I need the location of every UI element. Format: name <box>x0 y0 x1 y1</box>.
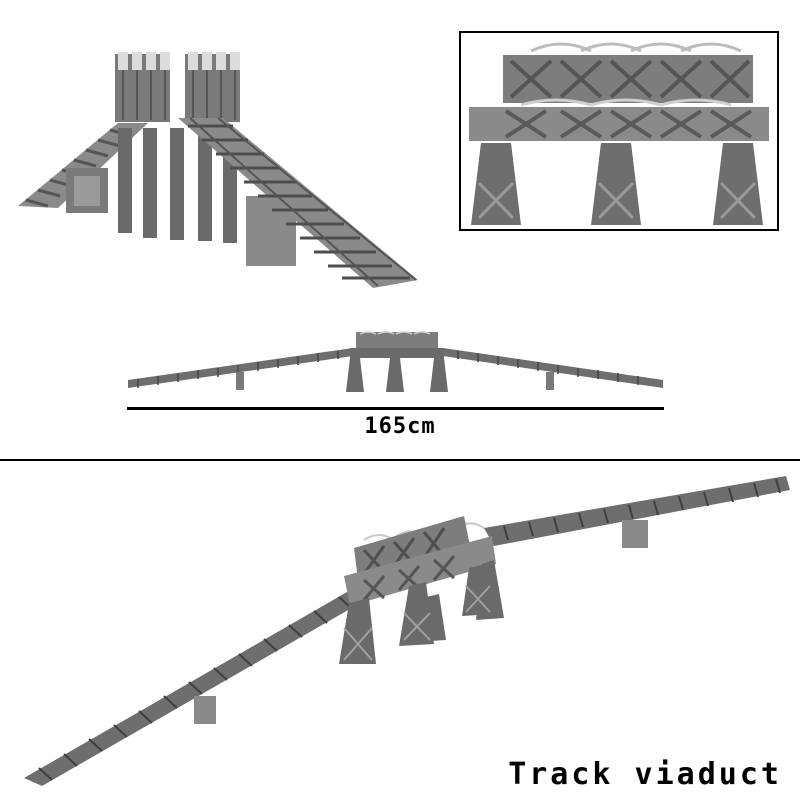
viaduct-perspective-image <box>24 468 794 788</box>
viaduct-side-view-image <box>128 328 668 398</box>
dimension-label: 165cm <box>364 414 436 439</box>
caption-title: Track viaduct <box>508 757 782 792</box>
section-divider <box>0 459 800 461</box>
truss-bridge-closeup-image <box>459 31 779 231</box>
stacked-viaduct-ramp-image <box>18 48 428 293</box>
dimension-line <box>127 407 664 410</box>
